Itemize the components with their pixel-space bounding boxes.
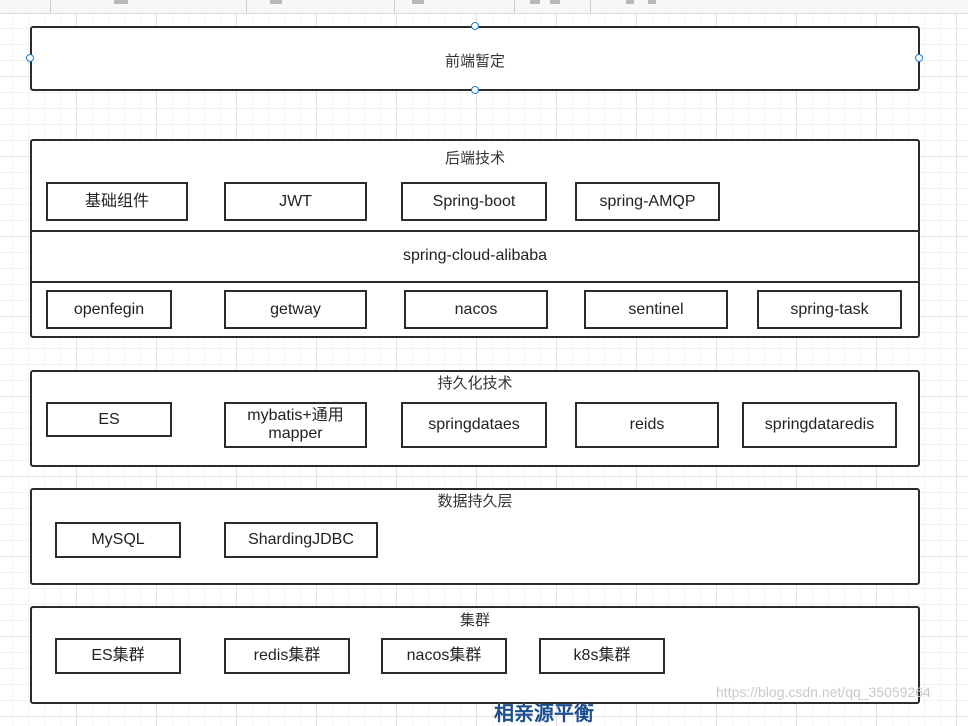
selection-handle-left[interactable]	[26, 54, 34, 62]
frontend-title: 前端暂定	[444, 53, 505, 70]
persistence-item-reids[interactable]: reids	[575, 402, 719, 448]
persistence-item-mybatis[interactable]: mybatis+通用mapper	[224, 402, 367, 448]
backend-item-spring-amqp[interactable]: spring-AMQP	[575, 182, 720, 221]
selection-handle-bottom[interactable]	[471, 86, 479, 94]
persistence-tech-box[interactable]: 持久化技术 ES mybatis+通用mapper springdataes r…	[30, 370, 920, 467]
backend-item-nacos[interactable]: nacos	[404, 290, 548, 329]
cluster-item-k8s[interactable]: k8s集群	[539, 638, 665, 674]
toolbar-button[interactable]	[114, 0, 128, 4]
persistence-tech-title: 持久化技术	[437, 375, 513, 392]
cluster-box[interactable]: 集群 ES集群 redis集群 nacos集群 k8s集群	[30, 606, 920, 704]
data-item-shardingjdbc[interactable]: ShardingJDBC	[224, 522, 378, 558]
editor-toolbar	[0, 0, 968, 14]
toolbar-separator	[246, 0, 247, 13]
backend-item-jwt[interactable]: JWT	[224, 182, 367, 221]
toolbar-separator	[50, 0, 51, 13]
data-layer-box[interactable]: 数据持久层 MySQL ShardingJDBC	[30, 488, 920, 585]
toolbar-button[interactable]	[530, 0, 540, 4]
backend-item-openfegin[interactable]: openfegin	[46, 290, 172, 329]
persistence-item-es[interactable]: ES	[46, 402, 172, 437]
cluster-item-es[interactable]: ES集群	[55, 638, 181, 674]
backend-divider-bottom	[32, 281, 918, 283]
csdn-watermark: https://blog.csdn.net/qq_35059264	[716, 684, 931, 700]
selection-handle-right[interactable]	[915, 54, 923, 62]
toolbar-button[interactable]	[550, 0, 560, 4]
cluster-item-redis[interactable]: redis集群	[224, 638, 350, 674]
toolbar-separator	[394, 0, 395, 13]
toolbar-button[interactable]	[270, 0, 282, 4]
toolbar-button[interactable]	[648, 0, 656, 4]
persistence-item-springdataes[interactable]: springdataes	[401, 402, 547, 448]
toolbar-separator	[514, 0, 515, 13]
toolbar-button[interactable]	[626, 0, 634, 4]
spring-cloud-alibaba-label: spring-cloud-alibaba	[402, 247, 548, 264]
backend-box[interactable]: 后端技术 基础组件 JWT Spring-boot spring-AMQP sp…	[30, 139, 920, 338]
data-layer-title: 数据持久层	[437, 493, 513, 510]
persistence-item-springdataredis[interactable]: springdataredis	[742, 402, 897, 448]
backend-title: 后端技术	[444, 150, 505, 167]
cutoff-caption: 相亲源平衡	[494, 703, 594, 725]
backend-item-sentinel[interactable]: sentinel	[584, 290, 728, 329]
backend-item-getway[interactable]: getway	[224, 290, 367, 329]
frontend-box[interactable]: 前端暂定	[30, 26, 920, 91]
backend-item-base-components[interactable]: 基础组件	[46, 182, 188, 221]
selection-handle-top[interactable]	[471, 22, 479, 30]
backend-item-spring-boot[interactable]: Spring-boot	[401, 182, 547, 221]
backend-item-spring-task[interactable]: spring-task	[757, 290, 902, 329]
backend-divider-top	[32, 230, 918, 232]
toolbar-separator	[590, 0, 591, 13]
cluster-item-nacos[interactable]: nacos集群	[381, 638, 507, 674]
cluster-title: 集群	[459, 612, 490, 629]
data-item-mysql[interactable]: MySQL	[55, 522, 181, 558]
toolbar-button[interactable]	[412, 0, 424, 4]
